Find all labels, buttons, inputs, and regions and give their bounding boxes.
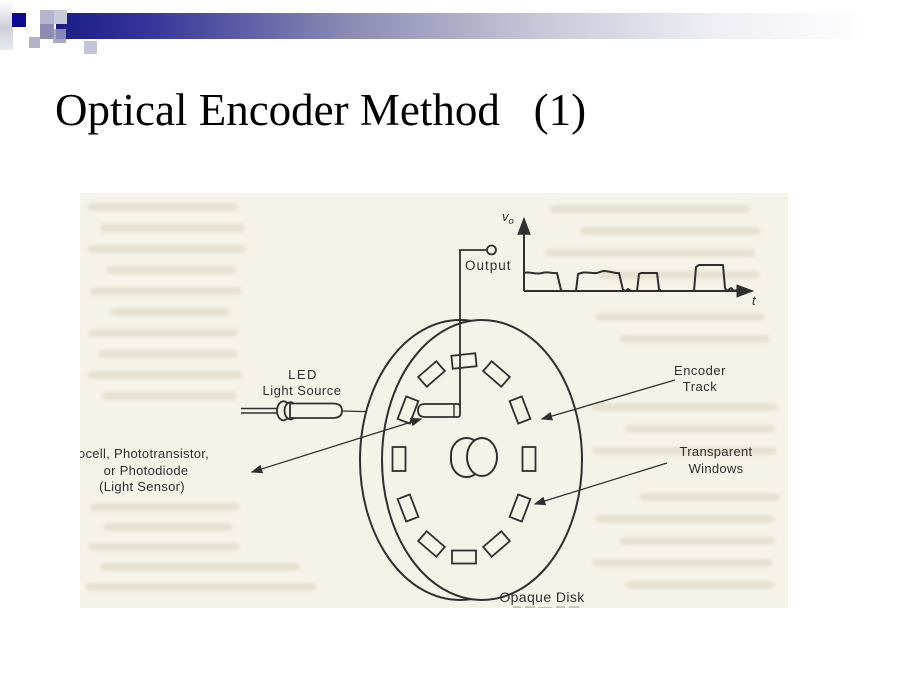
banner-square: [29, 37, 40, 48]
ghost-text-row: [545, 249, 755, 257]
banner-gradient-bar: [56, 13, 900, 39]
ghost-text-row: [88, 245, 246, 253]
ghost-text-row: [625, 425, 775, 433]
encoder-track-leader-arrow: [540, 379, 676, 421]
windows-label-line2: Windows: [689, 461, 744, 476]
output-terminal: [486, 244, 497, 256]
disk-label: Opaque Disk: [499, 589, 585, 605]
windows-leader-arrow: [533, 462, 668, 506]
ghost-text-row: [100, 563, 300, 571]
led-assembly: [241, 400, 367, 422]
ghost-text-row: [88, 543, 240, 551]
ghost-text-row: [595, 515, 775, 523]
window: [391, 446, 407, 472]
disk-hub: [450, 437, 498, 478]
ghost-text-row: [88, 329, 238, 337]
encoder-track-label-line1: Encoder: [674, 363, 726, 378]
window: [521, 446, 537, 472]
ghost-text-row: [625, 581, 775, 589]
led-label-line2: Light Source: [263, 383, 342, 398]
windows-label-line1: Transparent: [680, 444, 753, 459]
graph-x-axis-label: t: [752, 293, 757, 308]
window: [508, 493, 532, 523]
window: [396, 493, 420, 523]
ghost-text-row: [592, 403, 777, 411]
sensor-label-line1: tocell, Phototransistor,: [80, 446, 209, 461]
ghost-text-row: [580, 227, 760, 235]
banner-square: [53, 29, 66, 43]
output-waveform-graph: vo t: [502, 209, 757, 308]
ghost-text-row: [620, 537, 775, 545]
encoder-track-label-line2: Track: [683, 379, 718, 394]
slide-title: Optical Encoder Method (1): [55, 85, 587, 135]
sensor-label-line3: (Light Sensor): [99, 479, 185, 494]
banner-square: [40, 10, 54, 24]
led-body: [289, 402, 343, 419]
ghost-text-row: [600, 271, 760, 279]
banner-square: [40, 24, 54, 39]
banner-square: [54, 10, 67, 24]
window: [481, 359, 512, 389]
ghost-text-row: [88, 371, 243, 379]
ghost-text-row: [592, 559, 772, 567]
pulse-waveform: [523, 264, 749, 292]
ghost-text-row: [98, 350, 238, 358]
ghost-text-row: [110, 308, 230, 316]
ghost-text-row: [592, 447, 777, 455]
led-label-line1: LED: [288, 367, 318, 382]
window: [416, 529, 447, 559]
banner-square: [84, 41, 97, 54]
photodetector: [417, 403, 461, 418]
ghost-text-layer: [80, 193, 788, 608]
sensor-leader-arrow: [250, 417, 423, 474]
window: [451, 549, 477, 565]
hub-end-face: [466, 437, 498, 477]
led-leads: [241, 407, 279, 414]
ghost-text-row: [104, 523, 232, 531]
ghost-text-row: [620, 335, 770, 343]
encoder-figure: vo t: [80, 193, 788, 608]
ghost-text-row: [100, 224, 245, 232]
light-beam-line: [341, 410, 367, 413]
window: [450, 352, 478, 370]
graph-y-axis-label: vo: [502, 209, 514, 227]
ghost-text-row: [106, 266, 236, 274]
ghost-text-row: [86, 583, 316, 591]
encoder-diagram-svg: vo t: [80, 209, 757, 608]
banner-square-navy: [12, 13, 26, 27]
output-wire: [459, 249, 486, 407]
ghost-text-row: [88, 203, 238, 211]
ghost-text-row: [102, 392, 237, 400]
banner-left-strip: [0, 0, 13, 50]
cutoff-caption-marks: [513, 606, 579, 608]
window: [508, 395, 532, 425]
window: [481, 529, 512, 559]
ghost-text-row: [550, 205, 750, 213]
ghost-text-row: [640, 493, 780, 501]
ghost-text-row: [595, 313, 765, 321]
ghost-text-row: [90, 503, 240, 511]
output-label: Output: [465, 258, 512, 273]
window: [416, 359, 447, 389]
sensor-label-line2: or Photodiode: [104, 463, 189, 478]
ghost-text-row: [90, 287, 242, 295]
